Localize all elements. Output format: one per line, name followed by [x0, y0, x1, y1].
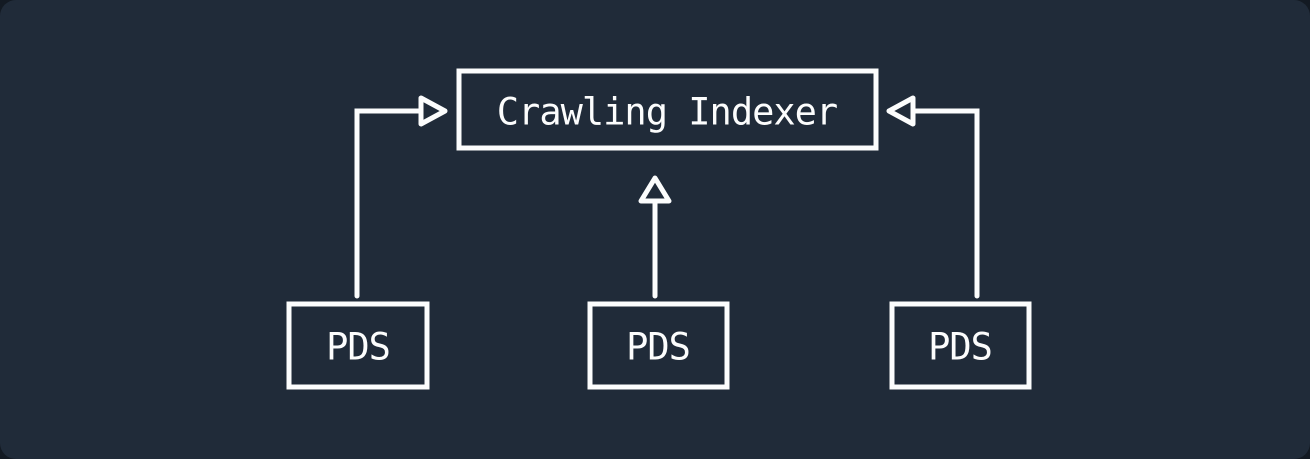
edge-pds-left-to-indexer: [354, 95, 448, 299]
arrowhead-right-icon: [418, 95, 448, 127]
edge-pds-right-to-indexer: [886, 95, 980, 299]
node-pds-middle: PDS: [587, 301, 730, 390]
pds-middle-label: PDS: [626, 326, 690, 369]
pds-left-label: PDS: [326, 326, 390, 369]
arrowhead-left-icon: [886, 95, 916, 127]
edge-pds-middle-to-indexer: [638, 175, 672, 299]
pds-middle-box: [587, 301, 730, 390]
edge-pds-right-line: [910, 108, 980, 299]
node-crawling-indexer: Crawling Indexer: [456, 68, 879, 151]
crawling-indexer-box: [456, 68, 879, 151]
node-pds-left: PDS: [286, 301, 430, 390]
arrowhead-up-icon: [638, 175, 672, 204]
node-pds-right: PDS: [889, 301, 1032, 390]
pds-right-label: PDS: [928, 326, 992, 369]
crawling-indexer-label: Crawling Indexer: [497, 91, 837, 134]
pds-left-box: [286, 301, 430, 390]
edge-pds-left-line: [354, 108, 424, 299]
pds-right-box: [889, 301, 1032, 390]
